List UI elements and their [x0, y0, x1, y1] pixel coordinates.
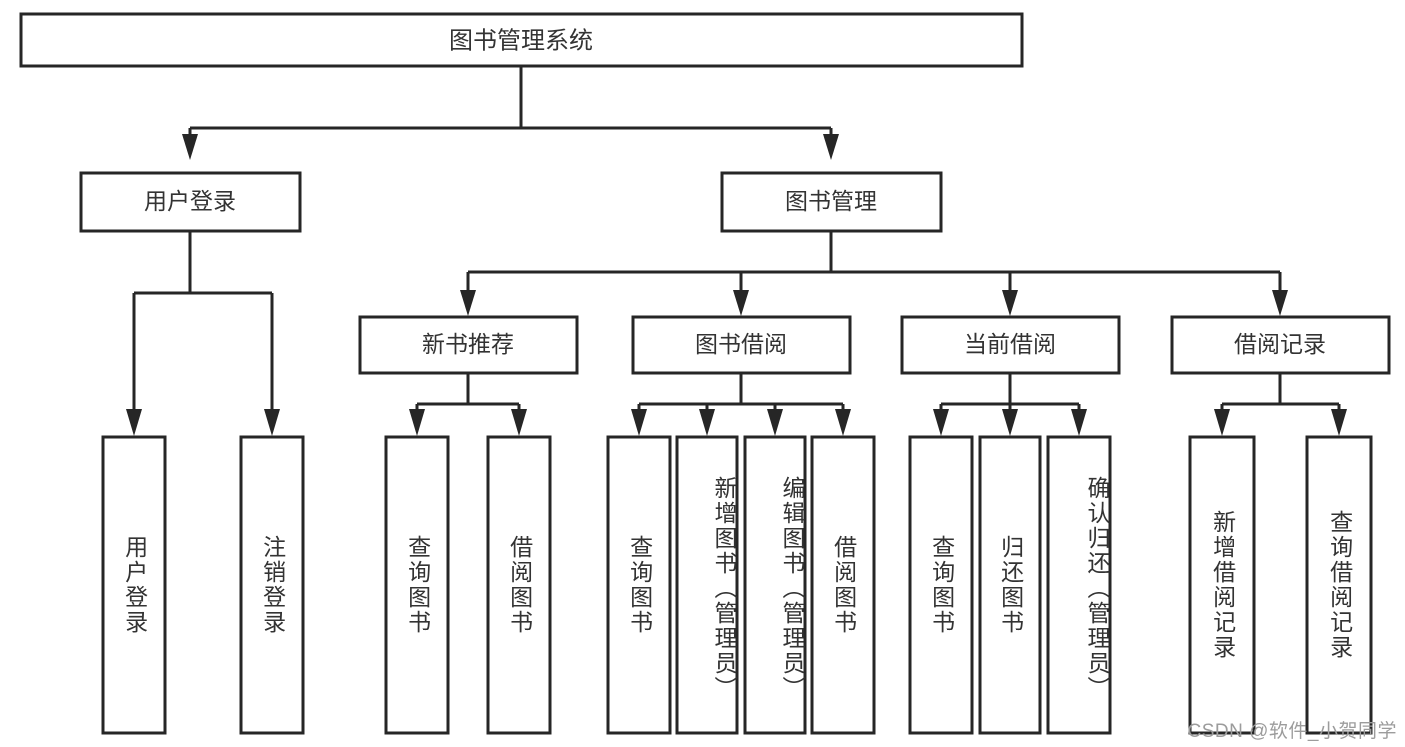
arrowhead-ul-leaf2 [264, 409, 280, 436]
arrowhead-cb-leaf3 [1071, 409, 1087, 436]
arrowhead-book-management [823, 134, 839, 160]
node-book-management[interactable]: 图书管理 [720, 171, 943, 233]
node-root-system[interactable]: 图书管理系统 [19, 12, 1024, 68]
arrowhead-new-book-recommend [460, 290, 476, 316]
leaf-boxes [101, 435, 1373, 735]
node-book-management-box[interactable] [720, 171, 943, 233]
node-book-borrow[interactable]: 图书借阅 [631, 315, 852, 375]
connectors-user-login-to-leaves [126, 232, 280, 436]
connectors-root-to-level2 [182, 67, 839, 160]
arrowhead-cb-leaf1 [933, 409, 949, 436]
node-current-borrow-label: 当前借阅 [964, 331, 1056, 357]
leaf-box-borrow-book-nbr[interactable] [486, 435, 552, 735]
leaf-box-query-book-nbr[interactable] [384, 435, 450, 735]
arrowhead-bb-leaf1 [631, 409, 647, 436]
arrowhead-borrow-record [1272, 290, 1288, 316]
arrowhead-bb-leaf4 [835, 409, 851, 436]
leaf-box-user-login[interactable] [101, 435, 167, 735]
arrowhead-user-login [182, 134, 198, 160]
node-book-borrow-label: 图书借阅 [695, 331, 787, 357]
leaf-box-add-borrow-record[interactable] [1188, 435, 1256, 735]
leaf-box-borrow-book-bb[interactable] [810, 435, 876, 735]
arrowhead-bb-leaf3 [767, 409, 783, 436]
arrowhead-cb-leaf2 [1002, 409, 1018, 436]
arrowhead-br-leaf1 [1214, 409, 1230, 436]
arrowhead-book-borrow [733, 290, 749, 316]
connectors-borrow-record-to-leaves [1214, 373, 1347, 436]
node-root-label: 图书管理系统 [449, 27, 593, 54]
node-current-borrow-box[interactable] [900, 315, 1121, 375]
node-new-book-recommend-label: 新书推荐 [422, 331, 514, 357]
arrowhead-current-borrow [1002, 290, 1018, 316]
leaf-box-return-book[interactable] [978, 435, 1042, 735]
node-new-book-recommend-box[interactable] [358, 315, 579, 375]
csdn-watermark: CSDN @软件_小贺同学 [1187, 721, 1397, 742]
connectors-book-management-to-level3 [460, 232, 1288, 316]
leaf-box-query-book-cb[interactable] [908, 435, 974, 735]
node-user-login-label: 用户登录 [144, 188, 236, 214]
node-root-box[interactable] [19, 12, 1024, 68]
node-new-book-recommend[interactable]: 新书推荐 [358, 315, 579, 375]
node-user-login[interactable]: 用户登录 [79, 171, 302, 233]
leaf-box-add-book-admin[interactable] [675, 435, 739, 735]
arrowhead-bb-leaf2 [699, 409, 715, 436]
node-current-borrow[interactable]: 当前借阅 [900, 315, 1121, 375]
node-borrow-record-box[interactable] [1170, 315, 1391, 375]
node-book-borrow-box[interactable] [631, 315, 852, 375]
arrowhead-nbr-leaf2 [511, 409, 527, 436]
leaf-box-query-book-bb[interactable] [606, 435, 672, 735]
connectors-new-book-recommend-to-leaves [409, 373, 527, 436]
arrowhead-ul-leaf1 [126, 409, 142, 436]
leaf-box-confirm-return-admin[interactable] [1046, 435, 1112, 735]
connectors-current-borrow-to-leaves [933, 373, 1087, 436]
leaf-box-query-borrow-record[interactable] [1305, 435, 1373, 735]
connectors-book-borrow-to-leaves [631, 373, 851, 436]
node-user-login-box[interactable] [79, 171, 302, 233]
arrowhead-nbr-leaf1 [409, 409, 425, 436]
leaf-box-edit-book-admin[interactable] [743, 435, 807, 735]
node-borrow-record-label: 借阅记录 [1234, 331, 1326, 357]
leaf-box-logout-login[interactable] [239, 435, 305, 735]
node-book-management-label: 图书管理 [785, 188, 877, 214]
node-borrow-record[interactable]: 借阅记录 [1170, 315, 1391, 375]
arrowhead-br-leaf2 [1331, 409, 1347, 436]
